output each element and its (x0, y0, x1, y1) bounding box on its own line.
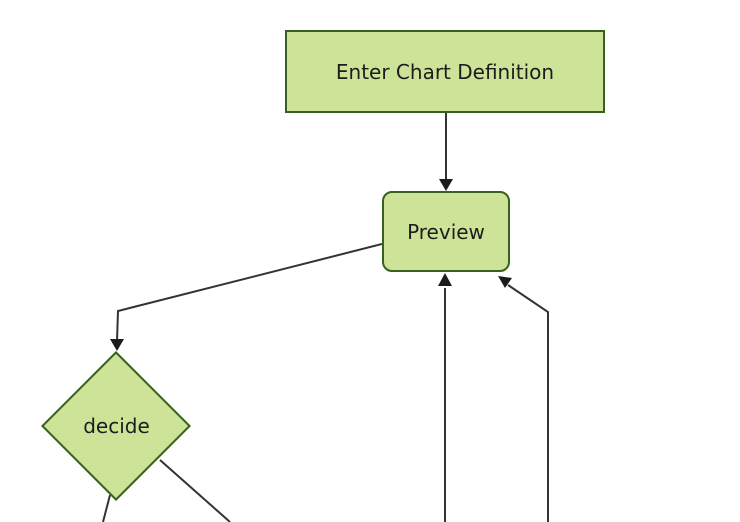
arrowhead-return-to-preview-corner (498, 276, 512, 288)
node-enter-chart-definition: Enter Chart Definition (285, 30, 605, 113)
node-enter-chart-definition-label: Enter Chart Definition (335, 59, 555, 84)
arrowhead-preview-to-decide (110, 339, 124, 351)
edge-decide-out-bottom-left (102, 494, 111, 522)
node-decide-label: decide (83, 414, 150, 439)
edge-decide-out-bottom-right (159, 459, 231, 522)
arrowhead-enter-to-preview (439, 179, 453, 191)
arrowhead-return-to-preview-bottom (438, 273, 452, 286)
node-preview: Preview (382, 191, 510, 272)
node-decide: decide (41, 351, 192, 502)
node-preview-label: Preview (407, 219, 485, 244)
edge-return-to-preview-corner (507, 284, 549, 522)
edge-preview-to-decide (116, 243, 383, 342)
